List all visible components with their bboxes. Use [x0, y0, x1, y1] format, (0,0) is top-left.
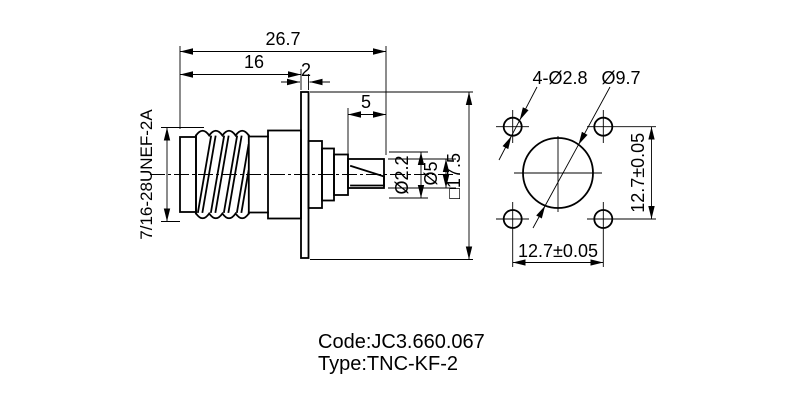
title-block: Code:JC3.660.067 Type:TNC-KF-2: [318, 331, 485, 375]
dim-overall-length-text: 26.7: [265, 29, 300, 49]
dim-dielectric-diameter-text: Ø5: [421, 161, 441, 185]
rear-collars: [307, 140, 349, 209]
dim-body-length-text: 16: [244, 52, 264, 72]
dim-flange-thickness: 2: [281, 60, 330, 90]
front-view: 4-Ø2.8 Ø9.7 12.7±0.05 12.7±0.05: [496, 68, 656, 267]
thread-hatching: [196, 135, 250, 214]
callout-mount-holes: 4-Ø2.8: [498, 68, 588, 161]
dim-flange-square: □17.5: [310, 91, 473, 260]
thread-runout: [247, 135, 269, 214]
side-view: 26.7 16 2 5 Ø2.2 Ø5: [137, 29, 473, 260]
mounting-holes: [496, 110, 620, 236]
dim-dielectric-diameter: Ø5: [388, 158, 456, 189]
dim-overall-length: 26.7: [179, 29, 387, 155]
thread-spec-label: 7/16-28UNEF-2A: [137, 109, 156, 240]
thread-section: [194, 129, 251, 220]
part-code: Code:JC3.660.067: [318, 331, 485, 353]
thread-spec-callout: 7/16-28UNEF-2A: [137, 109, 204, 240]
dim-pin-diameter-text: Ø2.2: [392, 155, 412, 194]
dim-hole-spacing-vertical: 12.7±0.05: [620, 126, 656, 220]
dim-center-hole-text: Ø9.7: [601, 68, 640, 88]
dim-flange-square-text: □17.5: [444, 153, 464, 199]
solder-pin: [349, 164, 386, 187]
dim-flange-thickness-text: 2: [301, 60, 311, 80]
callout-center-hole: Ø9.7: [532, 68, 641, 229]
dim-tail-length-text: 5: [361, 92, 371, 112]
dim-hole-spacing-horizontal-text: 12.7±0.05: [518, 241, 598, 261]
dim-hole-spacing-vertical-text: 12.7±0.05: [628, 133, 648, 213]
dim-tail-length: 5: [347, 92, 386, 155]
dim-hole-spacing-horizontal: 12.7±0.05: [512, 235, 604, 267]
dielectric-tube: [347, 158, 385, 189]
dim-pin-diameter: Ø2.2: [389, 151, 428, 199]
flange-plate: [300, 91, 310, 259]
part-type: Type:TNC-KF-2: [318, 353, 458, 375]
dim-mount-holes-text: 4-Ø2.8: [532, 68, 587, 88]
dim-body-length: 16: [180, 52, 302, 90]
